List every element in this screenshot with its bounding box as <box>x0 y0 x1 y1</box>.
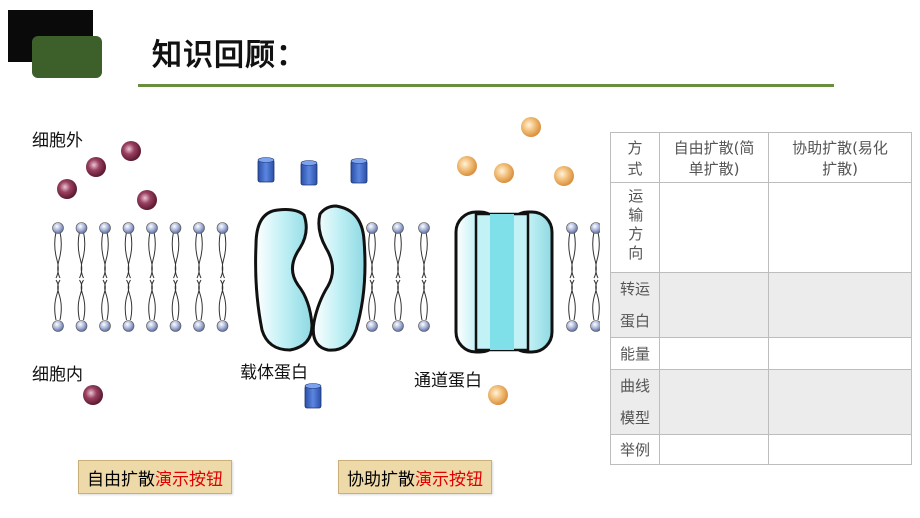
phospholipid-bilayer <box>52 222 600 332</box>
solute-particle-orange <box>457 156 477 176</box>
solute-cylinder <box>300 160 318 186</box>
carrier-protein <box>254 204 367 352</box>
solute-particle-maroon <box>86 157 106 177</box>
table-row: 能量 <box>610 337 912 370</box>
table-cell <box>768 182 912 273</box>
solute-particle-orange <box>521 117 541 137</box>
table-header-method: 方式 <box>610 132 660 183</box>
phospholipid <box>392 222 404 332</box>
table-cell <box>659 182 769 273</box>
button-prefix: 协助扩散 <box>347 469 415 490</box>
table-row: 曲线模型 <box>610 369 912 435</box>
page-title: 知识回顾： <box>152 38 307 73</box>
phospholipid <box>418 222 430 332</box>
table-cell <box>659 272 769 338</box>
channel-protein <box>454 210 554 354</box>
table-row: 举例 <box>610 434 912 465</box>
phospholipid <box>169 222 182 332</box>
button-prefix: 自由扩散 <box>87 469 155 490</box>
solute-particle-maroon <box>137 190 157 210</box>
table-row: 运输方向 <box>610 182 912 273</box>
phospholipid <box>366 222 378 332</box>
solute-particle-orange <box>554 166 574 186</box>
carrier-protein-label: 载体蛋白 <box>240 363 308 383</box>
phospholipid <box>146 222 158 332</box>
decor-green-block <box>32 36 102 78</box>
row-label: 曲线模型 <box>619 377 650 427</box>
phospholipid <box>216 222 229 332</box>
solute-cylinder <box>350 158 368 184</box>
phospholipid <box>75 222 88 332</box>
membrane-diagram <box>52 117 600 409</box>
outside-label: 细胞外 <box>32 131 83 151</box>
row-label: 能量 <box>610 337 660 370</box>
solute-particle-orange <box>494 163 514 183</box>
button-suffix: 演示按钮 <box>415 469 483 490</box>
inside-label: 细胞内 <box>32 365 83 385</box>
facilitated-diffusion-demo-button[interactable]: 协助扩散演示按钮 <box>338 460 492 494</box>
solute-particle-maroon <box>121 141 141 161</box>
table-cell <box>659 434 769 465</box>
free-diffusion-demo-button[interactable]: 自由扩散演示按钮 <box>78 460 232 494</box>
row-label: 转运蛋白 <box>619 280 650 330</box>
phospholipid <box>193 222 205 332</box>
table-cell <box>659 369 769 435</box>
solute-particle-orange <box>488 385 508 405</box>
table-cell <box>768 369 912 435</box>
solute-particle-maroon <box>83 385 103 405</box>
channel-protein-label: 通道蛋白 <box>414 371 482 391</box>
table-header-free: 自由扩散(简单扩散) <box>659 132 769 183</box>
table-cell <box>768 434 912 465</box>
solute-cylinder <box>304 383 322 409</box>
title-rule <box>138 84 834 87</box>
solute-particle-maroon <box>57 179 77 199</box>
row-label: 运输方向 <box>626 187 645 264</box>
phospholipid <box>566 222 578 332</box>
solute-cylinder <box>257 157 275 183</box>
button-suffix: 演示按钮 <box>155 469 223 490</box>
table-row: 转运蛋白 <box>610 272 912 338</box>
phospholipid <box>52 222 64 332</box>
phospholipid <box>99 222 111 332</box>
phospholipid <box>122 222 135 332</box>
table-cell <box>768 337 912 370</box>
phospholipid <box>590 222 600 332</box>
table-header-facilitated: 协助扩散(易化扩散) <box>768 132 912 183</box>
row-label: 举例 <box>610 434 660 465</box>
comparison-table: 方式 自由扩散(简单扩散) 协助扩散(易化扩散) 运输方向 转运蛋白 能量 曲线… <box>610 132 912 465</box>
molecules <box>57 117 574 409</box>
table-cell <box>659 337 769 370</box>
table-cell <box>768 272 912 338</box>
